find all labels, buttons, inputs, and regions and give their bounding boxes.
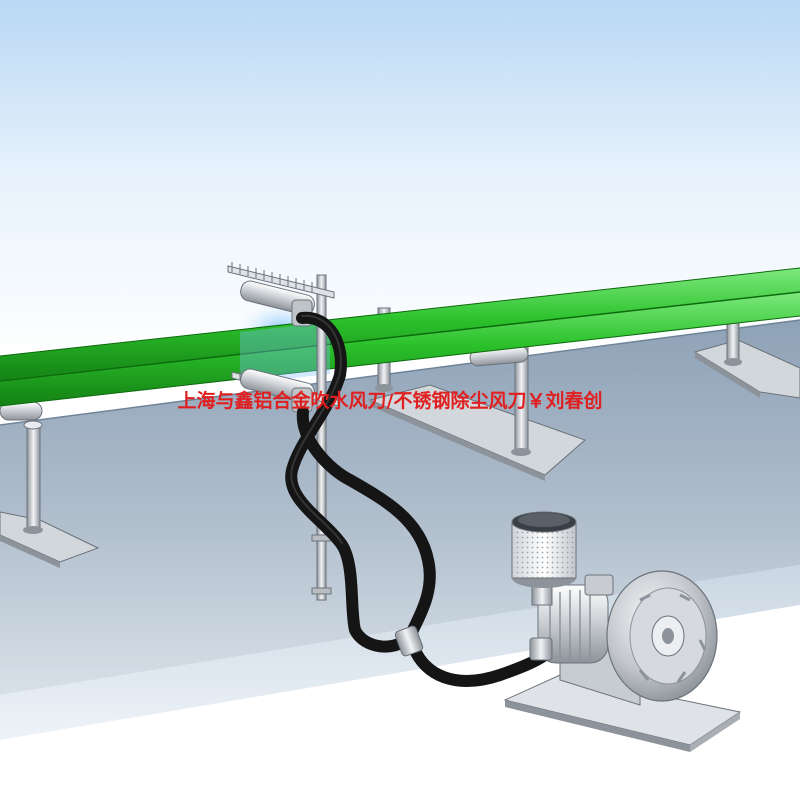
- support-stand-left: [0, 420, 100, 568]
- blower-base: [503, 629, 742, 752]
- blower-icon: [529, 570, 718, 702]
- green-rods: [0, 267, 800, 407]
- air-knife-icon: [240, 368, 315, 413]
- air-filter-icon: [511, 511, 577, 588]
- hose-icon: [285, 311, 551, 687]
- caption-text: 上海与鑫铝合金吹水风刀/不锈钢除尘风刀￥刘春创: [178, 389, 603, 412]
- hose-connector: [394, 625, 424, 657]
